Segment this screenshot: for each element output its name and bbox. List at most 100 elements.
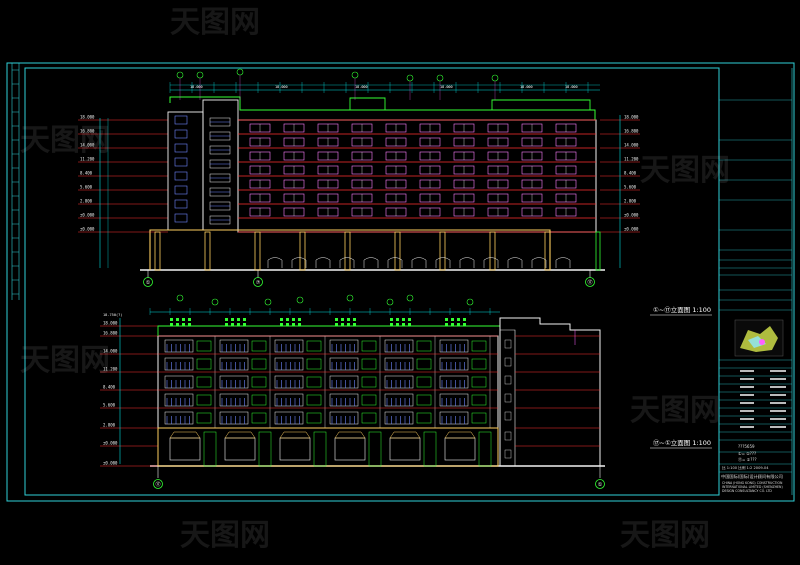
- entrance: [368, 431, 382, 467]
- window: [251, 412, 267, 424]
- roof-vent: [182, 318, 185, 321]
- window: [416, 376, 432, 388]
- watermark-text: 天图网: [170, 5, 260, 40]
- column: [595, 231, 601, 271]
- side-window: [504, 339, 512, 349]
- side-window: [504, 449, 512, 459]
- title-block-code-a: ①= ①???: [738, 451, 756, 456]
- level-label: 14.000: [80, 143, 95, 148]
- roof-vent: [390, 323, 393, 326]
- balcony-frame: [164, 339, 194, 353]
- window: [471, 358, 487, 370]
- car-outline: [507, 257, 523, 268]
- roof-vent: [353, 323, 356, 326]
- car-outline: [339, 257, 355, 268]
- title-block-field: [770, 378, 786, 380]
- balcony-units: [158, 335, 498, 428]
- colonnade-columns: [154, 231, 601, 271]
- level-label: 11.200: [80, 157, 95, 162]
- elevation-b-title: ⑰~①立面图 1:100: [650, 438, 712, 449]
- shopfront: [444, 437, 476, 461]
- roof-vent: [353, 318, 356, 321]
- title-block-field: [740, 370, 754, 372]
- shopfront: [279, 437, 311, 461]
- axis-bubble: [196, 71, 204, 79]
- level-label: 8.400: [624, 171, 637, 176]
- entrance: [423, 431, 437, 467]
- stair-window: [174, 199, 188, 209]
- title-block-field: [740, 378, 754, 380]
- roof-vent: [231, 323, 234, 326]
- side-window: [504, 357, 512, 367]
- axis-bubble: [406, 294, 414, 302]
- level-label: ±0.000: [80, 213, 95, 218]
- title-block-field: [740, 386, 754, 388]
- window: [471, 394, 487, 406]
- balcony-frame: [219, 357, 249, 371]
- level-label: 18.000: [624, 115, 639, 120]
- roof-vent: [457, 318, 460, 321]
- watermark-text: 天图网: [20, 123, 110, 158]
- roof-vent: [408, 323, 411, 326]
- level-label: 18.000: [103, 321, 118, 326]
- column: [254, 231, 261, 271]
- dimension-label: 18.000: [190, 85, 203, 89]
- column: [204, 231, 211, 271]
- window: [306, 412, 322, 424]
- axis-label: ⑦: [256, 280, 261, 286]
- roof-vent: [286, 318, 289, 321]
- level-label: 14.000: [624, 143, 639, 148]
- car-outline: [411, 257, 427, 268]
- window: [471, 376, 487, 388]
- stair-windows: [174, 115, 231, 225]
- car-outline: [435, 257, 451, 268]
- car-outline: [267, 257, 283, 268]
- balcony-frame: [329, 411, 359, 425]
- balcony-frame: [384, 339, 414, 353]
- dimension-label: 18.000: [520, 85, 533, 89]
- title-block-field: [770, 410, 786, 412]
- axis-bubble: [211, 298, 219, 306]
- title-block-rows: [719, 99, 792, 473]
- window: [196, 358, 212, 370]
- title-block-field: [740, 402, 754, 404]
- stair-window: [174, 213, 188, 223]
- canopy: [224, 431, 256, 439]
- roof-vent: [292, 318, 295, 321]
- window: [471, 412, 487, 424]
- level-label: 16.800: [80, 129, 95, 134]
- axis-bubble: [176, 294, 184, 302]
- roof-vent: [402, 318, 405, 321]
- balcony-frame: [164, 375, 194, 389]
- balcony-frame: [384, 411, 414, 425]
- balcony-frame: [329, 393, 359, 407]
- balcony-frame: [164, 393, 194, 407]
- company-name-cn: 中国国际(国际)设计顾问有限公司: [721, 473, 783, 480]
- axis-bubble: [296, 296, 304, 304]
- watermark-text: 天图网: [180, 518, 270, 553]
- window: [196, 340, 212, 352]
- roof-vent: [347, 323, 350, 326]
- window: [251, 340, 267, 352]
- level-label: ±0.000: [103, 441, 118, 446]
- window: [251, 376, 267, 388]
- entrance: [313, 431, 327, 467]
- axis-label: ①: [146, 280, 151, 286]
- roof-vent: [335, 318, 338, 321]
- floor-lines: [238, 119, 596, 233]
- roof-parapet: [157, 325, 501, 336]
- watermark-text: 天图网: [640, 153, 730, 188]
- company-name-en-3: DESIGN CONSULTANCY CO. LTD: [722, 489, 772, 493]
- axis-marker: ①: [143, 270, 153, 287]
- level-label: 2.800: [103, 423, 116, 428]
- site-key-plan: [734, 319, 784, 357]
- roof-vent: [335, 323, 338, 326]
- side-window: [504, 393, 512, 403]
- roof-vent: [188, 318, 191, 321]
- level-label: 2.800: [624, 199, 637, 204]
- balcony-frame: [274, 393, 304, 407]
- window: [306, 394, 322, 406]
- level-label: 11.200: [103, 367, 118, 372]
